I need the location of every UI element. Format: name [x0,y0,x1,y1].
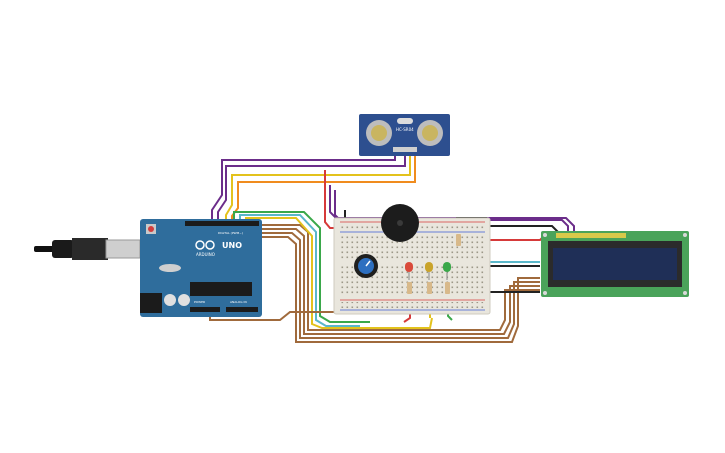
lcd-mount-hole-1 [543,233,547,237]
arduino-analog-label: ANALOG IN [230,300,247,304]
arduino-model-text: UNO [222,241,242,250]
resistor-4[interactable] [456,234,461,246]
sensor-transducer-right-inner [422,125,438,141]
piezo-buzzer[interactable] [381,204,419,242]
resistor-2[interactable] [427,282,432,294]
led-yellow-body [425,262,433,272]
sensor-pins[interactable] [393,147,417,152]
arduino-crystal [159,264,181,272]
sensor-label: HC-SR04 [396,127,414,132]
reset-button-cap [148,226,154,232]
ultrasonic-sensor[interactable]: HC-SR04 [359,114,450,156]
wire-purple-sensor-2[interactable] [217,150,406,222]
lcd-mount-hole-2 [683,233,687,237]
led-green[interactable] [443,262,451,280]
lcd-mount-hole-3 [543,291,547,295]
arduino-logo-text: ARDUINO [196,252,215,257]
wire-brown-3[interactable] [262,232,540,339]
arduino-logo-icon [195,240,215,250]
arduino-capacitor-1 [164,294,176,306]
arduino-analog-header[interactable] [226,307,258,312]
wire-brown-4[interactable] [262,236,540,343]
resistor-3[interactable] [445,282,450,294]
wire-yellow-sensor[interactable] [225,150,411,222]
wire-brown-1[interactable] [262,224,540,331]
arduino-digital-header[interactable] [185,221,259,226]
potentiometer[interactable] [354,254,378,278]
led-yellow[interactable] [425,262,433,280]
usb-cable-wire [34,246,54,252]
resistors [407,234,461,294]
lcd-pin-header[interactable] [556,233,626,238]
wire-purple-sensor-vcc[interactable] [211,148,396,222]
wire-orange-sensor[interactable] [231,150,416,222]
wire-cyan[interactable] [239,214,360,327]
resistor-1[interactable] [407,282,412,294]
usb-cable[interactable] [34,238,141,260]
arduino-digital-label: DIGITAL (PWM~) [218,231,243,235]
usb-plug-metal [105,239,141,259]
arduino-capacitor-2 [178,294,190,306]
arduino-power-label: POWER [194,300,205,304]
usb-cable-boot [52,240,74,258]
lcd-display[interactable] [541,231,689,297]
lcd-mount-hole-4 [683,291,687,295]
sensor-transducer-left-inner [371,125,387,141]
buzzer-hole [397,220,403,226]
usb-plug-body [72,238,108,260]
arduino-atmega-chip [190,282,252,296]
led-red-body [405,262,413,272]
arduino-power-header[interactable] [190,307,220,312]
led-red[interactable] [405,262,413,280]
arduino-power-jack [140,293,162,313]
pot-indicator [365,260,371,267]
breadboard-rail-holes-bottom [340,302,485,308]
sensor-crystal [397,118,413,124]
wire-red-lcd[interactable] [488,231,549,241]
arduino-uno[interactable]: UNO ARDUINO DIGITAL (PWM~) POWER ANALOG … [140,219,262,317]
lcd-screen [553,248,677,280]
wire-green-left[interactable] [233,211,370,323]
wire-yellow-left[interactable] [245,217,433,329]
led-green-body [443,262,451,272]
